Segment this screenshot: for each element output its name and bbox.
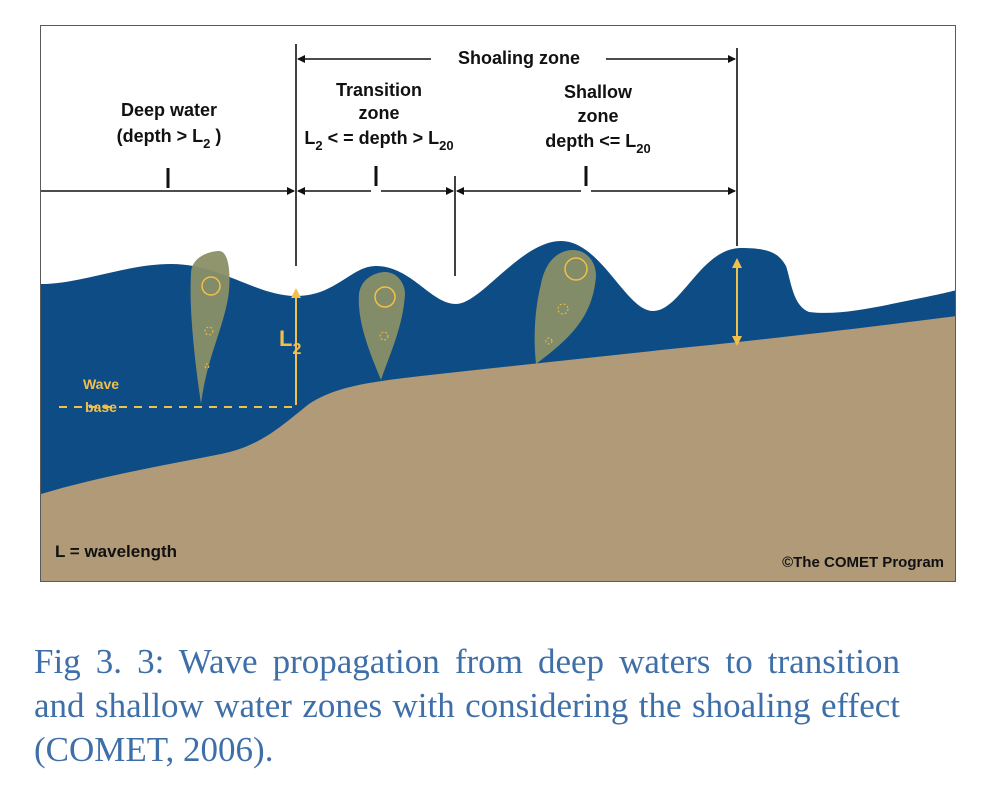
orbit-3 [534, 250, 596, 364]
wave-base-label-line2: base [85, 399, 117, 415]
transition-zone-title: Transition [336, 80, 422, 100]
shallow-zone-title: Shallow [564, 82, 633, 102]
copyright-credit: ©The COMET Program [782, 554, 944, 571]
deep-water-condition: (depth > L2 ) [117, 126, 222, 151]
shoaling-zone-label: Shoaling zone [458, 48, 580, 68]
orbit-1 [190, 251, 230, 404]
transition-zone-condition: L2 < = depth > L20 [304, 128, 453, 153]
orbit-2 [358, 272, 405, 380]
shallow-zone-condition: depth <= L20 [545, 131, 650, 156]
deep-water-title: Deep water [121, 100, 217, 120]
wave-diagram: Shoaling zone Deep water (depth > L2 ) T… [40, 25, 956, 582]
transition-zone-subtitle: zone [358, 103, 399, 123]
figure-caption: Fig 3. 3: Wave propagation from deep wat… [34, 642, 900, 769]
half-wavelength-label: L2 [279, 326, 301, 358]
shallow-zone-subtitle: zone [577, 106, 618, 126]
wave-diagram-canvas: Shoaling zone Deep water (depth > L2 ) T… [41, 44, 955, 581]
wavelength-legend: L = wavelength [55, 542, 177, 561]
wave-base-label-line1: Wave [83, 376, 119, 392]
sea-floor [41, 316, 955, 581]
